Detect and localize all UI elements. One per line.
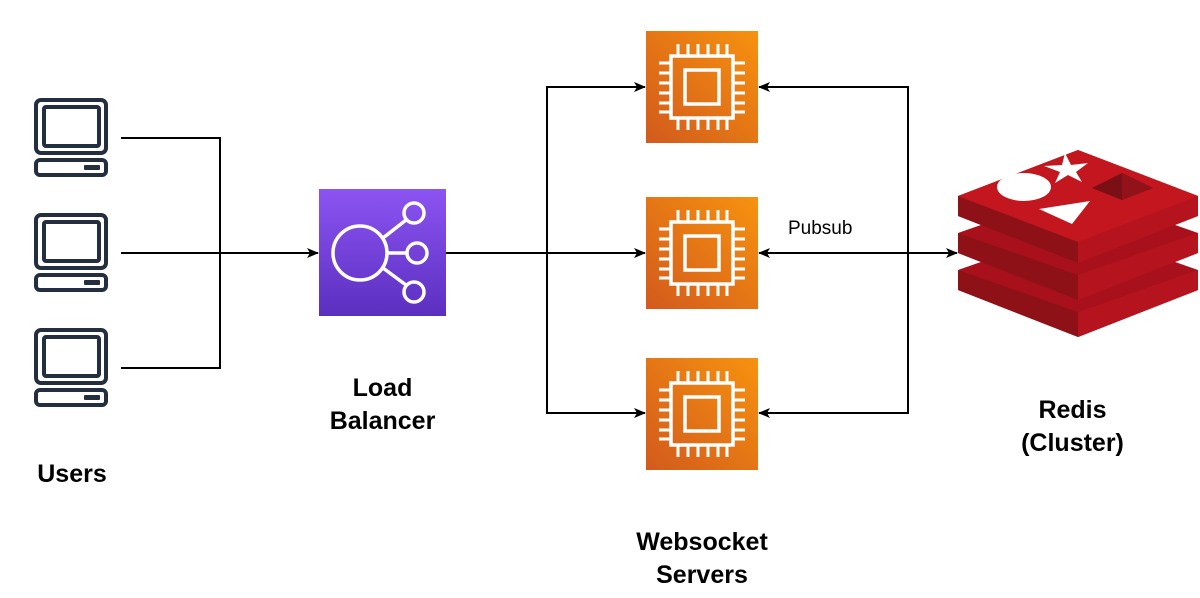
load-balancer-label: Load Balancer (300, 372, 465, 438)
desktop-computer-icon (34, 213, 108, 292)
desktop-computer-icon (34, 98, 108, 177)
user-computer-3 (34, 328, 108, 407)
redis-label-line2: (Cluster) (1021, 429, 1124, 457)
pubsub-connector (758, 82, 958, 418)
load-balancer-label-line2: Balancer (329, 407, 436, 435)
cpu-chip-icon (644, 195, 760, 311)
user-computer-2 (34, 213, 108, 292)
lb-to-servers-connector (446, 82, 646, 418)
websocket-server-1 (644, 29, 760, 145)
users-to-lb-connector (121, 137, 319, 369)
users-label-text: Users (37, 460, 107, 488)
users-label: Users (10, 458, 134, 491)
websocket-servers-label-line1: Websocket (636, 528, 768, 556)
websocket-server-3 (644, 356, 760, 472)
user-computer-1 (34, 98, 108, 177)
redis-label: Redis (Cluster) (990, 394, 1155, 460)
cpu-chip-icon (644, 356, 760, 472)
cpu-chip-icon (644, 29, 760, 145)
desktop-computer-icon (34, 328, 108, 407)
websocket-servers-label: Websocket Servers (602, 526, 802, 592)
load-balancer-node (319, 189, 446, 316)
websocket-server-2 (644, 195, 760, 311)
pubsub-label: Pubsub (788, 218, 853, 239)
websocket-servers-label-line2: Servers (656, 561, 748, 589)
load-balancer-label-line1: Load (352, 374, 413, 402)
redis-label-line1: Redis (1038, 396, 1107, 424)
redis-icon (958, 150, 1198, 337)
